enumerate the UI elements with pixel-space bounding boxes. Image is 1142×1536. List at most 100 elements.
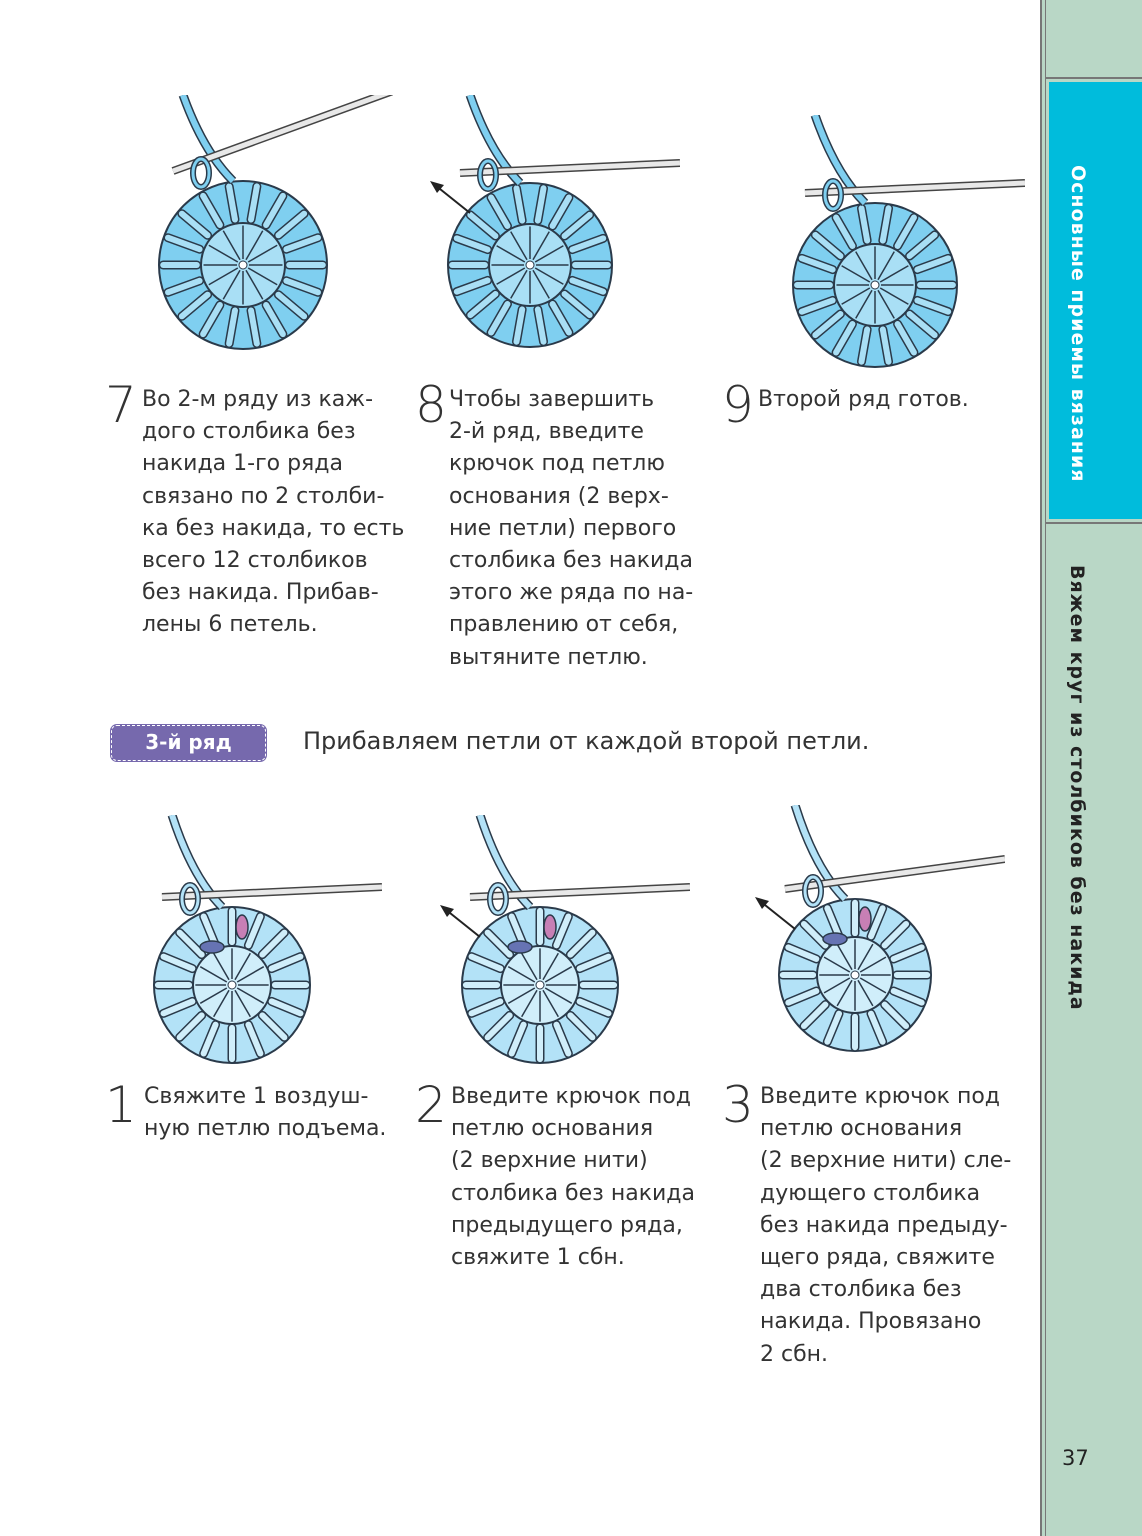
stitch: [532, 231, 550, 261]
stitch: [178, 210, 211, 239]
stitch: [222, 269, 241, 300]
stitch: [553, 1021, 572, 1057]
stitch: [553, 913, 572, 949]
stitch: [859, 977, 887, 994]
text-line: ную петлю подъема.: [144, 1116, 387, 1142]
stitch: [488, 301, 511, 336]
text-line: Введите крючок под: [451, 1084, 692, 1109]
stitch: [823, 956, 851, 973]
stitch: [836, 943, 853, 971]
stitch: [785, 944, 820, 963]
text-line: основания (2 верх-: [449, 483, 669, 509]
stitch: [467, 290, 499, 319]
stitch: [453, 277, 491, 295]
text-line: правлению от себя,: [449, 612, 679, 638]
stitch: [877, 289, 895, 319]
stitch: [510, 231, 528, 261]
text-line: столбика без накида: [451, 1180, 695, 1206]
stitch: [855, 251, 873, 281]
stitch: [890, 944, 925, 963]
stitch: [833, 214, 856, 249]
hook-icon: [171, 95, 393, 175]
stitch: [213, 952, 230, 981]
stitch: [561, 290, 593, 319]
text-line: Свяжите 1 воздуш-: [144, 1084, 369, 1109]
stitch: [881, 920, 910, 949]
stitch: [283, 234, 321, 253]
stitch: [833, 321, 856, 356]
row-badge: 3-й ряд: [111, 725, 266, 761]
marked-stitch: [822, 932, 848, 946]
stitch: [569, 277, 607, 295]
stitch: [275, 291, 308, 320]
stitch: [881, 1001, 910, 1030]
stitch: [785, 987, 820, 1006]
stitch: [248, 307, 260, 347]
stitch: [508, 1021, 527, 1057]
stitch: [226, 307, 238, 347]
step-number: 7: [105, 376, 137, 434]
stitch: [248, 183, 260, 223]
stitch: [468, 953, 504, 972]
marked-stitch: [199, 940, 225, 954]
stitch: [877, 251, 895, 281]
stitch: [824, 905, 843, 940]
lift-loop: [235, 914, 249, 940]
stitch: [914, 297, 952, 315]
step-number: 8: [415, 376, 447, 434]
center: [227, 980, 237, 990]
row-heading: Прибавляем петли от каждой второй петли.: [303, 727, 870, 755]
stitch: [199, 966, 228, 983]
stitch: [484, 1012, 513, 1041]
stitch: [283, 277, 321, 296]
stitch: [199, 987, 228, 1004]
stitch: [841, 287, 871, 305]
stitch: [542, 952, 559, 981]
stitch: [534, 306, 547, 345]
divider: [1040, 0, 1042, 1536]
stitch: [510, 269, 528, 299]
stitch: [200, 1021, 219, 1057]
text-line: этого же ряда по на-: [449, 580, 694, 606]
stitch: [567, 929, 596, 958]
step-number: 9: [722, 376, 754, 434]
text-line: петлю основания: [451, 1116, 654, 1142]
stitch: [245, 269, 264, 300]
stitch: [858, 326, 871, 365]
text-line: щего ряда, свяжите: [760, 1245, 995, 1271]
stitch: [176, 929, 205, 958]
stitch: [245, 1021, 264, 1057]
stitch: [245, 230, 264, 261]
text-line: петлю основания: [760, 1116, 963, 1142]
stitch: [824, 1010, 843, 1045]
text-line: 2 сбн.: [760, 1341, 829, 1367]
text-line: без накида предыду-: [760, 1212, 1008, 1238]
step-text: Второй ряд готов.: [758, 384, 969, 416]
stitch: [521, 989, 538, 1018]
stitch: [567, 1012, 596, 1041]
stitch: [222, 230, 241, 261]
stitch: [268, 953, 304, 972]
stitch: [836, 979, 853, 1007]
stitch: [496, 245, 526, 263]
stitch: [544, 966, 573, 983]
stitch: [496, 267, 526, 285]
stitch: [841, 265, 871, 283]
stitch: [858, 205, 871, 244]
stitch: [894, 214, 917, 249]
stitch: [453, 235, 491, 253]
text-line: Во 2-м ряду из каж-: [142, 387, 374, 412]
text-line: всего 12 столбиков: [142, 548, 368, 574]
stitch: [867, 905, 886, 940]
text-line: ние петли) первого: [449, 515, 677, 541]
step-number: 2: [415, 1076, 447, 1134]
crochet-illustration: [755, 805, 1005, 1052]
stitch: [160, 953, 196, 972]
text-line: ка без накида, то есть: [142, 515, 405, 541]
stitch: [165, 277, 203, 296]
stitch: [542, 989, 559, 1018]
stitch: [857, 943, 874, 971]
